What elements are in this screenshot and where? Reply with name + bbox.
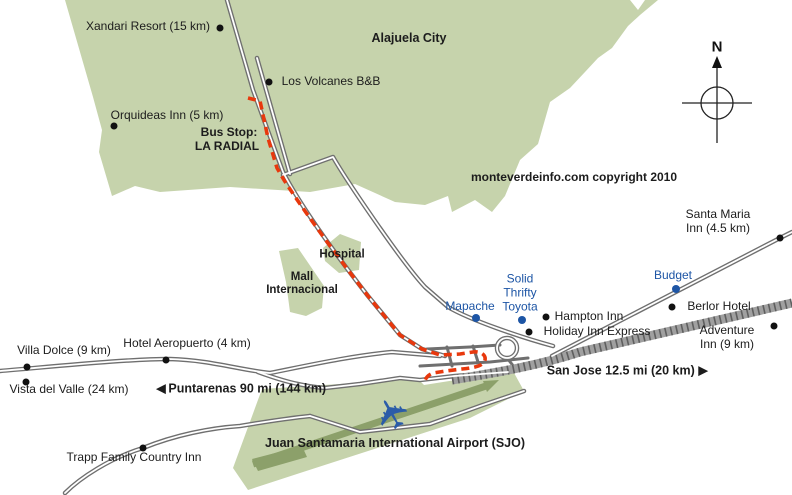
place-marker-dot [542, 313, 550, 321]
place-label: Solid Thrifty Toyota [502, 271, 538, 313]
place-marker-dot [216, 24, 224, 32]
interchange-link-b [471, 344, 480, 364]
place-marker-dot [22, 378, 30, 386]
place-label: Holiday Inn Express [543, 324, 651, 339]
road-core [0, 351, 441, 374]
place-label: Santa Maria Inn (4.5 km) [685, 207, 751, 235]
right-arrow-icon: ▶ [698, 362, 708, 378]
road-core [64, 415, 311, 494]
place-label: Xandari Resort (15 km) [85, 19, 211, 34]
area-hospital [323, 234, 361, 273]
sign-san-jose: San Jose 12.5 mi (20 km) ▶ [546, 362, 708, 379]
place-marker-dot [139, 444, 147, 452]
road-core [256, 57, 291, 175]
place-label: Budget [653, 268, 693, 283]
sign-puntarenas: ◀ Puntarenas 90 mi (144 km) [155, 380, 327, 397]
place-label: Trapp Family Country Inn [66, 450, 202, 465]
place-label: Los Volcanes B&B [281, 74, 381, 89]
airport-apron [252, 446, 307, 471]
road-core [309, 390, 525, 433]
bus-route-dashed [247, 96, 487, 385]
highway-san-jose-hatching [451, 298, 792, 385]
city-label-alajuela: Alajuela City [371, 30, 447, 45]
place-label: Villa Dolce (9 km) [17, 343, 111, 358]
place-marker-dot [23, 363, 31, 371]
mall-label: Mall Internacional [266, 270, 338, 296]
sign-puntarenas-text: Puntarenas 90 mi (144 km) [168, 381, 327, 396]
runway-arrowhead [483, 380, 499, 392]
interchange-link-upper [425, 343, 502, 351]
place-label: Hotel Aeropuerto (4 km) [123, 336, 251, 351]
compass-north-arrowhead [712, 56, 722, 68]
place-label: Berlor Hotel [687, 299, 751, 314]
place-label: Vista del Valle (24 km) [9, 382, 129, 397]
roundabout-core [496, 337, 518, 359]
place-label: Orquideas Inn (5 km) [110, 108, 224, 123]
sign-san-jose-text: San Jose 12.5 mi (20 km) [546, 363, 695, 378]
interchange-link-a [445, 345, 454, 368]
left-arrow-icon: ◀ [155, 380, 166, 396]
road-core [282, 156, 554, 347]
place-label: Mapache [445, 299, 495, 314]
compass-north-label: N [711, 38, 723, 56]
place-marker-dot [668, 303, 676, 311]
compass-rose [682, 56, 752, 143]
hospital-label: Hospital [319, 248, 365, 261]
copyright-label: monteverdeinfo.com copyright 2010 [470, 170, 678, 185]
road-core [257, 371, 509, 389]
place-marker-dot [770, 322, 778, 330]
place-marker-dot [518, 316, 526, 324]
place-label: Hampton Inn [554, 309, 624, 324]
airport-label: Juan Santamaria International Airport (S… [264, 435, 526, 450]
area-mall-internacional [279, 248, 324, 316]
place-marker-dot [672, 285, 680, 293]
place-marker-dot [110, 122, 118, 130]
place-label: Adventure Inn (9 km) [699, 323, 755, 351]
place-marker-dot [265, 78, 273, 86]
place-marker-dot [162, 356, 170, 364]
place-marker-dot [472, 314, 480, 322]
bus-stop-label-line2: LA RADIAL [194, 139, 260, 154]
place-marker-dot [776, 234, 784, 242]
place-marker-dot [525, 328, 533, 336]
bus-stop-label-line1: Bus Stop: [200, 125, 258, 140]
area-alajuela-city [65, 0, 658, 212]
